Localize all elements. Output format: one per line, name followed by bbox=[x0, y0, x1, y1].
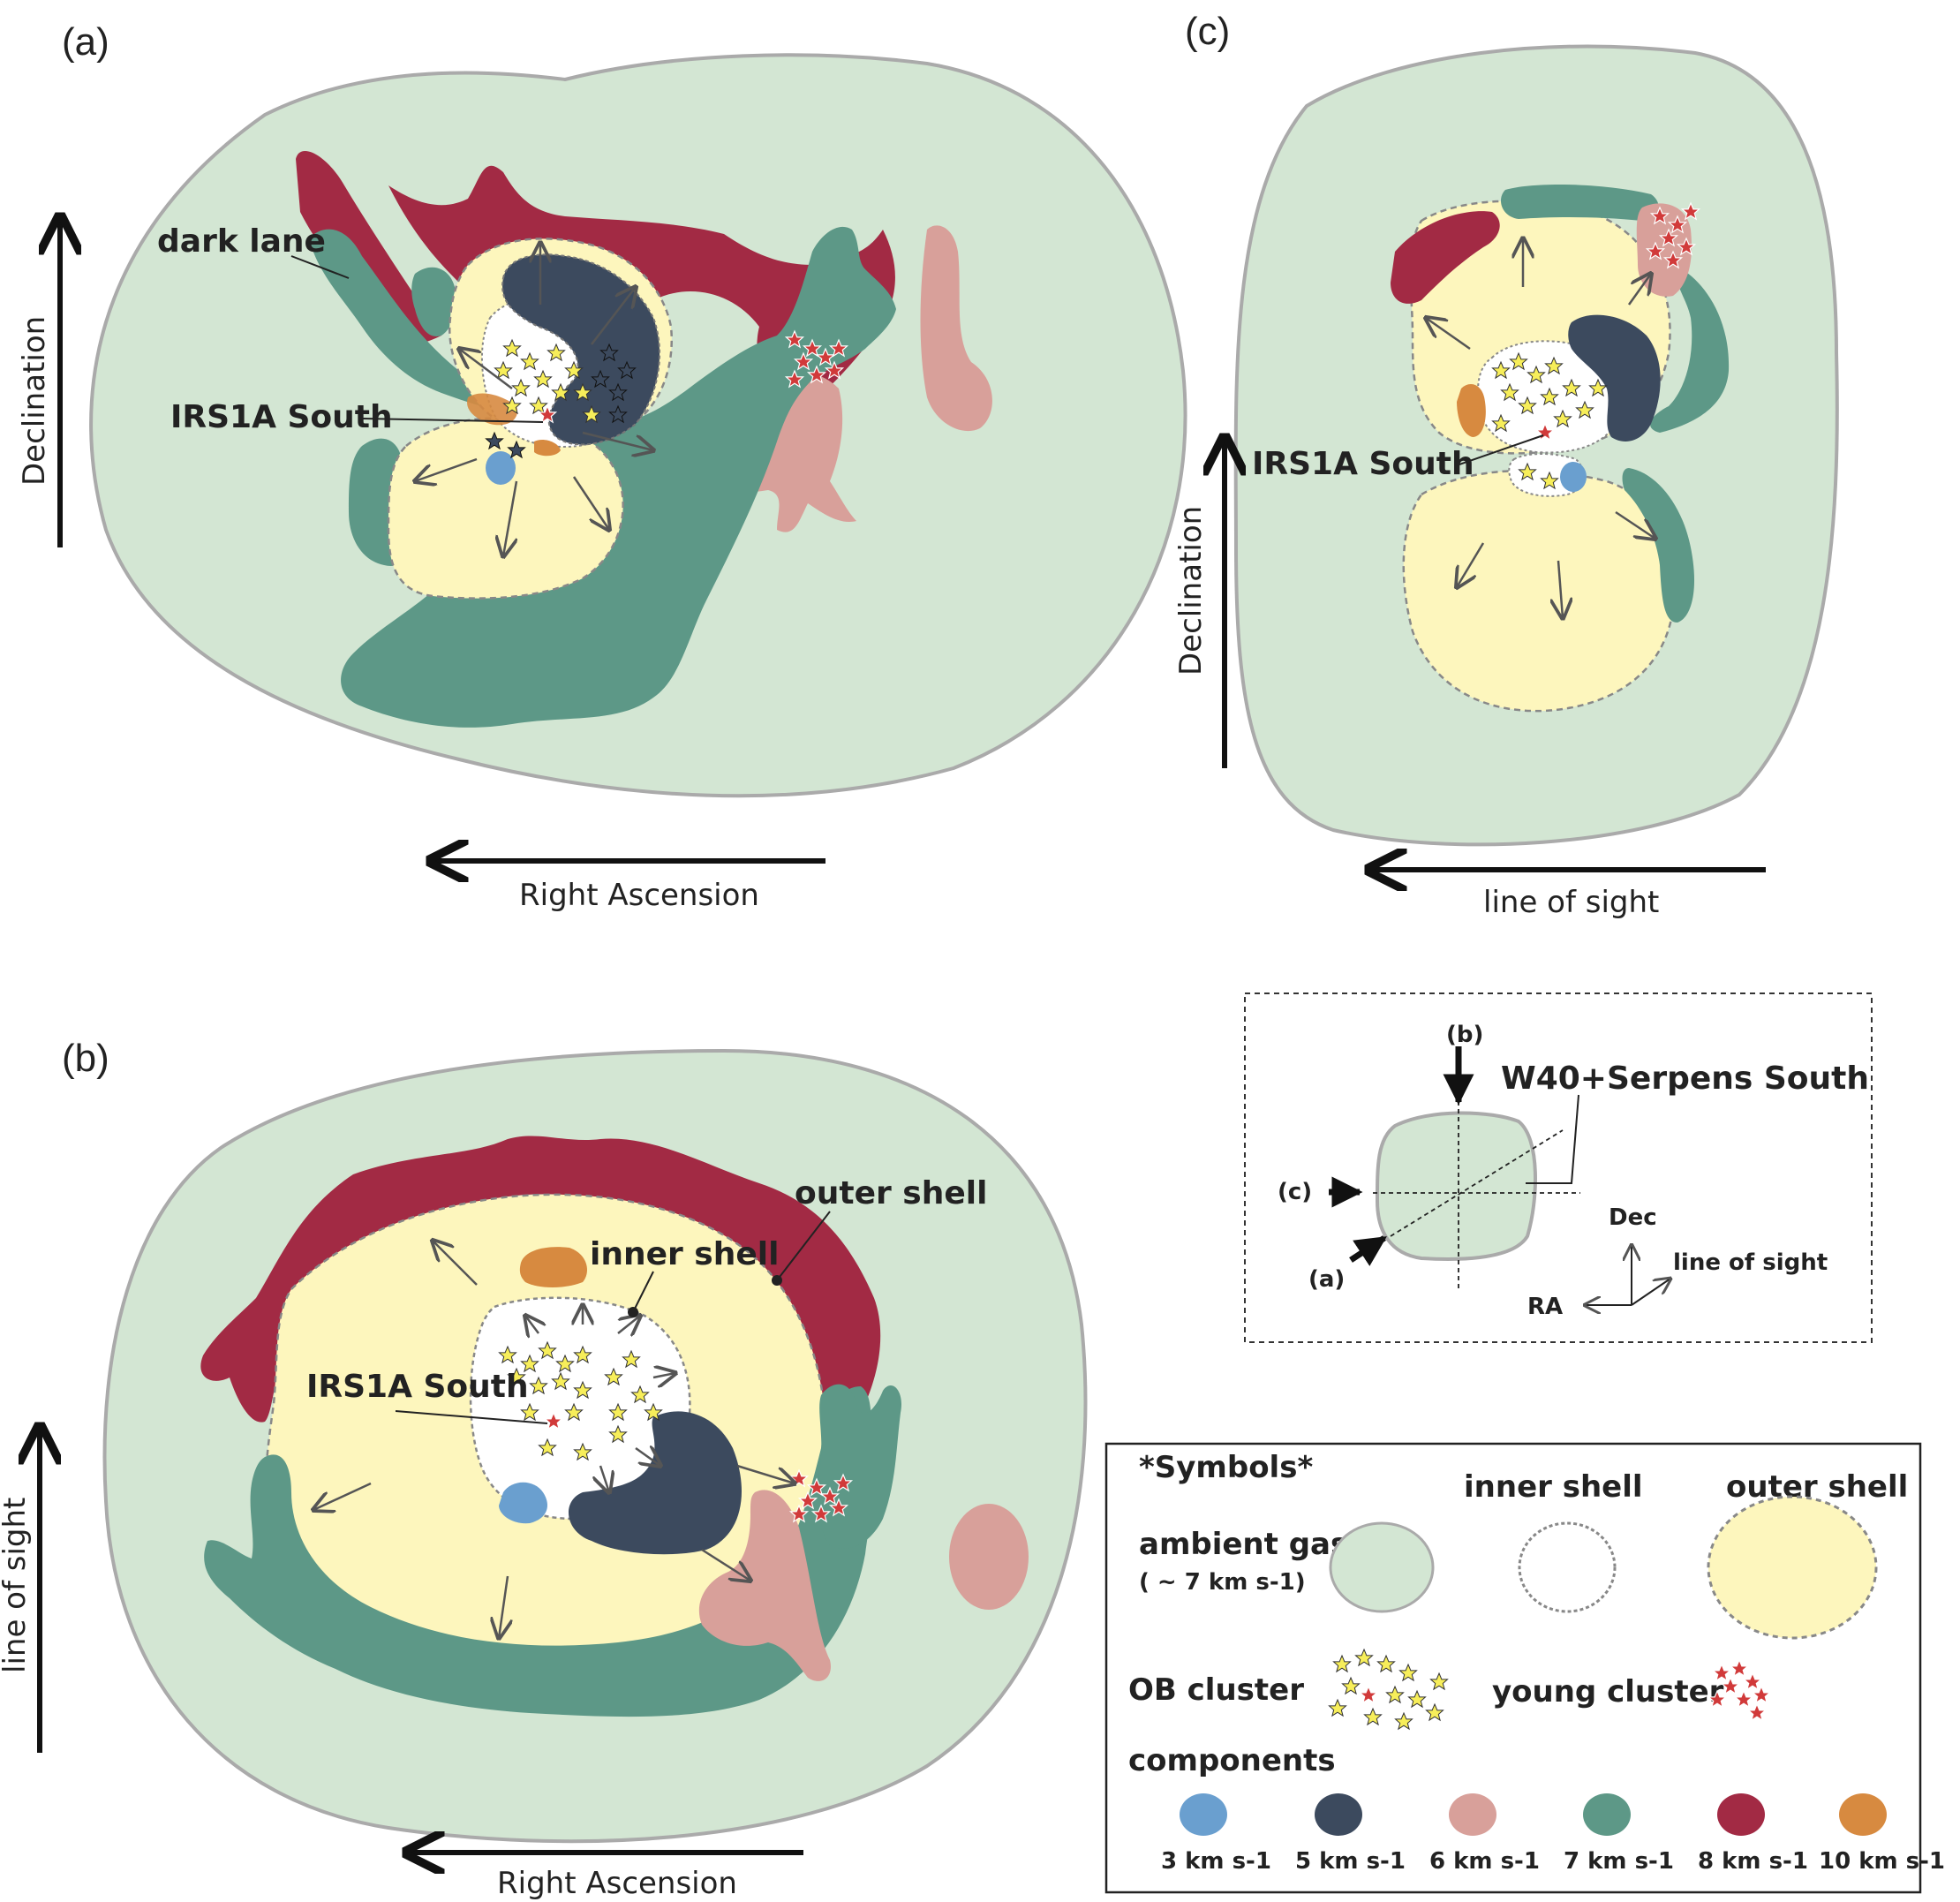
panel-a-ra-label: Right Ascension bbox=[519, 878, 759, 913]
panel-a-6kms-cloud bbox=[705, 225, 992, 532]
legend-8kms-swatch bbox=[1717, 1793, 1765, 1836]
panel-c-irs1a-label: IRS1A South bbox=[1252, 446, 1474, 482]
legend-3kms-swatch bbox=[1180, 1793, 1227, 1836]
panel-b-3kms-clump bbox=[499, 1482, 547, 1524]
panel-c-5kms-cloud bbox=[1568, 314, 1661, 442]
inner-shell-pointer-dot bbox=[628, 1307, 638, 1317]
legend: *Symbols* inner shell outer shell ambien… bbox=[1104, 1442, 1945, 1894]
legend-outer-shell-swatch bbox=[1707, 1495, 1878, 1640]
dark-lane-pointer bbox=[290, 255, 350, 279]
panel-c-outer-shell-lower bbox=[1402, 469, 1677, 713]
panel-b-irs1a-label: IRS1A South bbox=[306, 1369, 529, 1405]
panel-a: (a) bbox=[17, 20, 1187, 913]
panel-a-irs1a-label: IRS1A South bbox=[170, 399, 393, 435]
inset-title-pointer bbox=[1526, 1094, 1579, 1184]
panel-a-10kms-clump bbox=[467, 393, 517, 426]
legend-ambient-gas-label: ambient gas bbox=[1139, 1527, 1348, 1562]
legend-6kms-swatch bbox=[1449, 1793, 1496, 1836]
panel-a-outer-shell-lower bbox=[387, 417, 624, 600]
panel-b-6kms-cloud bbox=[698, 1490, 831, 1681]
legend-3kms-label: 3 km s-1 bbox=[1161, 1848, 1271, 1875]
inset-ra-label: RA bbox=[1527, 1294, 1563, 1320]
panel-b-5kms-cloud bbox=[568, 1411, 742, 1555]
inset-ambient-gas bbox=[1375, 1111, 1537, 1261]
panel-c-declination-label: Declination bbox=[1173, 506, 1209, 676]
panel-c-irs1a-pointer bbox=[1456, 434, 1544, 466]
legend-7kms-label: 7 km s-1 bbox=[1564, 1848, 1674, 1875]
legend-10kms-swatch bbox=[1839, 1793, 1887, 1836]
inset-view-b-label: (b) bbox=[1446, 1022, 1483, 1048]
legend-6kms-label: 6 km s-1 bbox=[1429, 1848, 1540, 1875]
panel-b: (b) bbox=[0, 1037, 1088, 1901]
panel-b-10kms-clump bbox=[519, 1247, 587, 1287]
legend-10kms-label: 10 km s-1 bbox=[1819, 1848, 1945, 1875]
inset-los-axis bbox=[1631, 1279, 1670, 1306]
legend-ambient-gas-velocity: ( ~ 7 km s-1) bbox=[1139, 1569, 1306, 1596]
legend-inner-shell-label: inner shell bbox=[1464, 1469, 1643, 1505]
inset-view-a-arrow bbox=[1349, 1235, 1387, 1266]
legend-inner-shell-swatch bbox=[1518, 1521, 1617, 1613]
legend-ob-cluster-label: OB cluster bbox=[1128, 1672, 1304, 1708]
inset-view-c-label: (c) bbox=[1278, 1179, 1312, 1205]
outer-shell-label: outer shell bbox=[795, 1175, 987, 1211]
panel-b-label: (b) bbox=[62, 1037, 109, 1080]
panel-b-6kms-clump bbox=[949, 1504, 1029, 1610]
panel-b-7kms-lower bbox=[204, 1386, 876, 1717]
panel-a-10kms-clump-2 bbox=[534, 440, 561, 457]
panel-b-los-label: line of sight bbox=[0, 1498, 33, 1673]
panel-c-8kms-cloud bbox=[1391, 211, 1500, 304]
legend-5kms-swatch bbox=[1315, 1793, 1362, 1836]
legend-8kms-label: 8 km s-1 bbox=[1698, 1848, 1808, 1875]
panel-c: (c) bbox=[1173, 10, 1839, 920]
panel-a-declination-label: Declination bbox=[17, 316, 52, 486]
panel-c-expansion-arrows bbox=[1426, 238, 1655, 618]
legend-ambient-gas-swatch bbox=[1329, 1521, 1435, 1613]
panel-c-7kms-right-lower bbox=[1622, 468, 1695, 623]
panel-a-8kms-cloud bbox=[296, 151, 895, 415]
panel-c-label: (c) bbox=[1185, 10, 1230, 53]
inset-los-label: line of sight bbox=[1673, 1249, 1828, 1276]
panel-a-expansion-arrows bbox=[415, 243, 653, 556]
legend-7kms-swatch bbox=[1583, 1793, 1631, 1836]
legend-title: *Symbols* bbox=[1139, 1450, 1313, 1485]
panel-c-7kms-right-upper bbox=[1650, 269, 1730, 433]
panel-b-expansion-arrows bbox=[313, 1241, 795, 1638]
legend-5kms-label: 5 km s-1 bbox=[1295, 1848, 1406, 1875]
inner-shell-pointer bbox=[632, 1271, 654, 1313]
panel-b-8kms-outer-shell bbox=[200, 1136, 881, 1423]
inset-title: W40+Serpens South bbox=[1501, 1060, 1869, 1097]
panel-a-label: (a) bbox=[62, 20, 109, 64]
inset-view-a-label: (a) bbox=[1308, 1266, 1345, 1293]
inset-frame bbox=[1244, 993, 1873, 1343]
panel-c-7kms-top bbox=[1501, 184, 1659, 221]
inner-shell-label: inner shell bbox=[590, 1236, 779, 1272]
orientation-inset: (b) (c) (a) W40+Serpens South Dec RA lin… bbox=[1244, 993, 1873, 1343]
panel-c-10kms-clump bbox=[1457, 384, 1486, 437]
panel-a-irs1a-pointer bbox=[361, 418, 544, 423]
outer-shell-pointer-dot bbox=[772, 1275, 782, 1286]
inset-dec-label: Dec bbox=[1609, 1204, 1657, 1231]
legend-young-cluster-label: young cluster bbox=[1492, 1674, 1724, 1710]
panel-b-irs1a-pointer bbox=[395, 1410, 548, 1424]
panel-c-3kms-clump bbox=[1560, 462, 1587, 492]
panel-b-ra-label: Right Ascension bbox=[497, 1866, 737, 1901]
panel-c-los-label: line of sight bbox=[1483, 885, 1659, 920]
dark-lane-label: dark lane bbox=[157, 223, 326, 260]
panel-a-3kms-clump bbox=[486, 451, 516, 485]
outer-shell-pointer bbox=[776, 1211, 831, 1281]
legend-components-label: components bbox=[1128, 1743, 1336, 1778]
inset-diagonal-axis bbox=[1390, 1129, 1564, 1237]
